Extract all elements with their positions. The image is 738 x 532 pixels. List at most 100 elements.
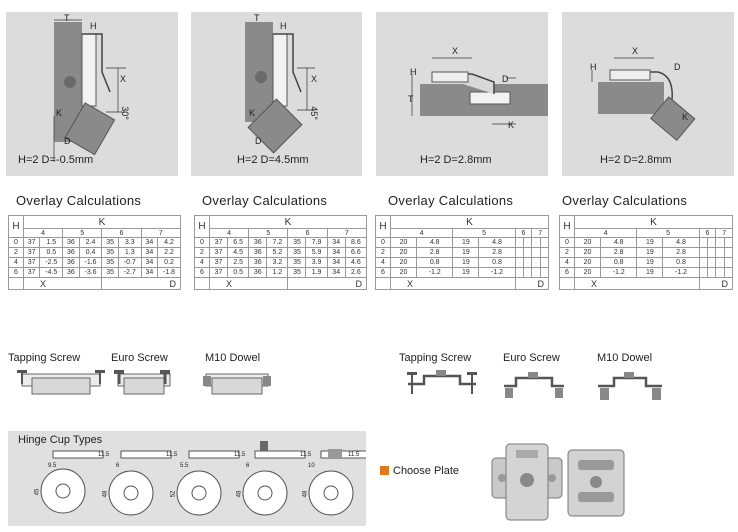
- h-header: H: [375, 215, 391, 238]
- table-cell: -3.6: [78, 267, 103, 278]
- m10-dowel-label-left: M10 Dowel: [205, 352, 261, 364]
- panel-caption: H=2 D=2.8mm: [600, 154, 672, 166]
- table-cell: -1.2: [600, 267, 638, 278]
- table-cell: 7.2: [266, 237, 289, 248]
- dim-t-label: T: [64, 13, 70, 23]
- table-cell: 4.6: [344, 257, 368, 268]
- table-cell: [698, 247, 709, 258]
- h-value: 4: [375, 257, 391, 268]
- dim-angle-label: 30°: [119, 106, 130, 120]
- h-value: 2: [194, 247, 210, 258]
- h-header: H: [8, 215, 24, 238]
- cup-3-depth: 11.5: [234, 452, 246, 458]
- table-cell: 2.4: [78, 237, 103, 248]
- table-cell: 36: [62, 237, 80, 248]
- table-cell: 0.8: [662, 257, 700, 268]
- table-cell: 34: [140, 237, 159, 248]
- h-value: 4: [8, 257, 24, 268]
- cup-1-offset: 9.5: [48, 463, 57, 469]
- table-cell: [514, 267, 525, 278]
- table-cell: [706, 237, 717, 248]
- table-cell: 1.9: [305, 267, 328, 278]
- table-cell: [539, 267, 550, 278]
- d-footer: D: [514, 277, 550, 290]
- tapping-screw-bracket-icon: [407, 370, 477, 394]
- blank-cell: [375, 277, 391, 290]
- table-cell: 36: [248, 237, 268, 248]
- table-cell: 4.8: [600, 237, 638, 248]
- hinge-cup-drawings: [40, 441, 366, 516]
- h-value: 0: [559, 237, 575, 248]
- cup-2-offset: 6: [116, 463, 120, 469]
- table-cell: -1.6: [78, 257, 103, 268]
- table-cell: 20: [389, 247, 418, 258]
- table-cell: 2.8: [416, 247, 454, 258]
- dim-t-label: T: [254, 13, 260, 23]
- table-cell: 0.8: [600, 257, 638, 268]
- h-value: 4: [194, 257, 210, 268]
- k-column-header: 4: [389, 228, 454, 238]
- table-cell: [531, 257, 541, 268]
- table-cell: 3.3: [117, 237, 142, 248]
- table-cell: 34: [326, 257, 346, 268]
- m10-dowel-bracket-icon: [598, 372, 662, 400]
- table-cell: 19: [636, 257, 664, 268]
- cup-2-spacing: 48: [102, 490, 109, 498]
- hinge-diagram-panel-4: X H D K H=2 D=2.8mm: [562, 12, 734, 176]
- cup-4-spacing: 48: [236, 490, 243, 498]
- table-cell: 4.5: [226, 247, 250, 258]
- dim-x-label: X: [120, 74, 127, 84]
- table-cell: 5.9: [305, 247, 328, 258]
- table-cell: [522, 237, 533, 248]
- table-cell: 20: [389, 267, 418, 278]
- h-value: 0: [8, 237, 24, 248]
- table-cell: 35: [101, 247, 119, 258]
- table-cell: 35: [287, 257, 307, 268]
- table-cell: 20: [573, 267, 602, 278]
- dim-d-label: D: [64, 136, 71, 146]
- straight-plate-photo: [567, 449, 625, 517]
- table-cell: 19: [452, 237, 480, 248]
- m10-dowel-label-right: M10 Dowel: [597, 352, 653, 364]
- overlay-title-4: Overlay Calculations: [562, 193, 688, 208]
- x-footer: X: [208, 277, 289, 290]
- dim-h-label: H: [90, 21, 97, 31]
- table-cell: 4.8: [416, 237, 454, 248]
- x-footer: X: [22, 277, 103, 290]
- table-cell: 0.5: [39, 247, 64, 258]
- table-cell: 5.2: [266, 247, 289, 258]
- table-cell: 19: [636, 237, 664, 248]
- k-column-header: 5: [248, 228, 289, 238]
- table-cell: 0.8: [416, 257, 454, 268]
- table-cell: [514, 257, 525, 268]
- table-cell: 6.6: [344, 247, 368, 258]
- dim-h-label: H: [590, 62, 597, 72]
- table-cell: 34: [140, 247, 159, 258]
- k-header: K: [23, 215, 181, 229]
- table-cell: 3.9: [305, 257, 328, 268]
- table-cell: -1.8: [157, 267, 181, 278]
- hinge-diagram-panel-1: T H X 30° K D H=2 D=-0.5mm: [6, 12, 178, 176]
- table-cell: 19: [636, 247, 664, 258]
- tapping-screw-label-left: Tapping Screw: [8, 352, 81, 364]
- k-column-header: 7: [531, 228, 549, 238]
- euro-screw-bracket-icon: [504, 372, 564, 398]
- table-cell: 35: [101, 237, 119, 248]
- table-cell: 4.2: [157, 237, 181, 248]
- cup-4-offset: 6: [246, 463, 250, 469]
- table-cell: 20: [573, 237, 602, 248]
- overlay-title-1: Overlay Calculations: [16, 193, 142, 208]
- k-header: K: [209, 215, 367, 229]
- table-cell: 36: [62, 257, 80, 268]
- k-column-header: 5: [452, 228, 516, 238]
- table-cell: 34: [326, 247, 346, 258]
- table-cell: 8.6: [344, 237, 368, 248]
- table-cell: 35: [101, 257, 119, 268]
- h-value: 2: [375, 247, 391, 258]
